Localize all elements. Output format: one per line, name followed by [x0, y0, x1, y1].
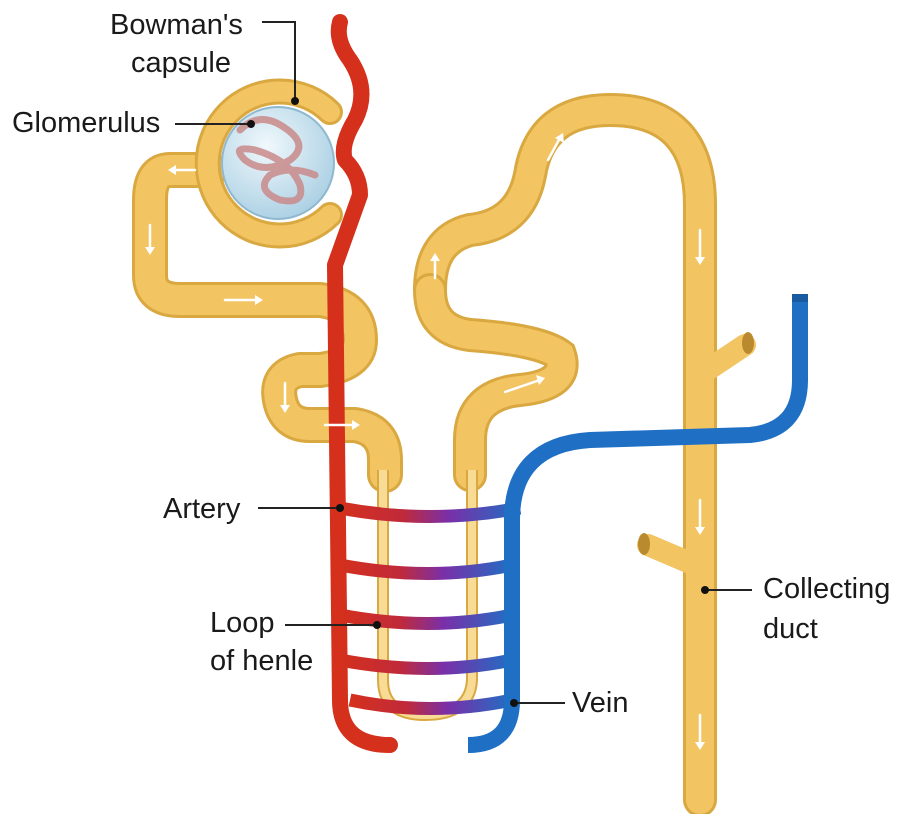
loop-of-henle	[383, 470, 472, 715]
collecting-label-line1: Collecting	[763, 573, 890, 605]
vein	[468, 294, 808, 745]
bowmans-label-line2: capsule	[131, 47, 231, 79]
label-vein: Vein	[510, 687, 628, 719]
glomerulus-label: Glomerulus	[12, 107, 160, 139]
artery-label: Artery	[163, 493, 241, 525]
label-artery: Artery	[163, 493, 344, 525]
loop-label-line2: of henle	[210, 645, 313, 677]
label-collecting-duct: Collecting duct	[701, 573, 890, 645]
peritubular-capillaries	[340, 508, 520, 745]
loop-label-line1: Loop	[210, 607, 275, 639]
bowmans-label-line1: Bowman's	[110, 9, 243, 41]
vein-label: Vein	[572, 687, 628, 719]
collecting-label-line2: duct	[763, 613, 818, 645]
